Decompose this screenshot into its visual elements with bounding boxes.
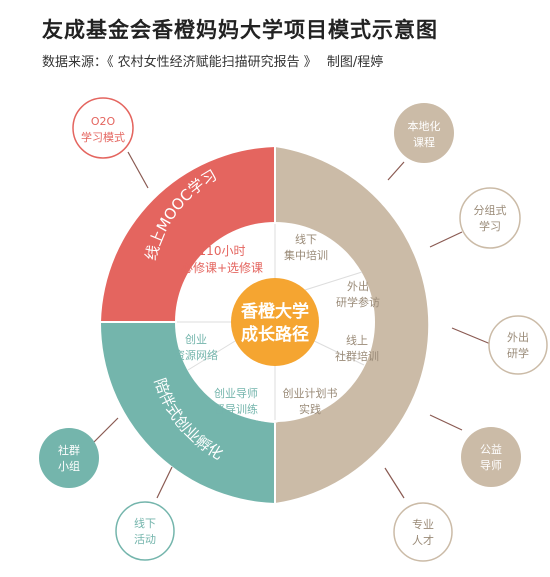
connector-lines — [92, 151, 494, 499]
satellite-mentor: 公益 导师 — [461, 427, 521, 487]
credit-text: 制图/程婷 — [326, 55, 384, 70]
satellite-study-line1: 外出 — [507, 330, 529, 344]
satellite-community-line1: 社群 — [58, 443, 80, 457]
satellite-o2o: O2O 学习模式 — [72, 97, 134, 159]
satellite-community: 社群 小组 — [39, 428, 99, 488]
business-plan-2: 实践 — [299, 402, 321, 416]
connector-group — [429, 231, 463, 248]
satellite-talent: 专业 人才 — [393, 502, 453, 562]
mooc-hours: 110小时 — [199, 244, 246, 258]
satellite-study: 外出 研学 — [488, 315, 548, 375]
center-line1: 香橙大学 — [241, 301, 309, 322]
satellite-offline-line1: 线下 — [134, 516, 156, 530]
center-circle — [231, 278, 319, 366]
connector-community — [92, 417, 119, 444]
offline-training-2: 集中培训 — [284, 248, 328, 262]
satellite-mentor-line2: 导师 — [480, 459, 502, 472]
center-line2: 成长路径 — [241, 324, 309, 345]
connector-talent — [384, 467, 405, 499]
satellite-local-line1: 本地化 — [408, 119, 441, 133]
connector-study — [451, 327, 494, 346]
connector-mentor — [429, 414, 463, 431]
inner-dividers — [177, 224, 365, 420]
business-plan-1: 创业计划书 — [283, 387, 338, 400]
satellite-offline-line2: 活动 — [134, 533, 156, 546]
source-line: 数据来源：《 农村女性经济赋能扫描研究报告 》 制图/程婷 — [42, 51, 389, 70]
satellite-group-line1: 分组式 — [474, 203, 507, 217]
satellite-talent-line2: 人才 — [412, 533, 434, 547]
mentor-supervision-1: 创业导师 — [214, 387, 258, 400]
online-community-1: 线上 — [346, 333, 368, 347]
mooc-courses: 必修课+选修课 — [181, 260, 263, 275]
online-community-2: 社群培训 — [335, 349, 379, 363]
satellite-group: 分组式 学习 — [459, 187, 521, 249]
satellite-talent-line1: 专业 — [412, 517, 434, 531]
offline-training-1: 线下 — [295, 232, 317, 246]
satellite-study-line2: 研学 — [507, 346, 529, 360]
outing-visit-2: 研学参访 — [336, 295, 380, 309]
satellite-local-line2: 课程 — [413, 136, 435, 149]
satellite-mentor-line1: 公益 — [480, 442, 502, 456]
satellite-o2o-line1: O2O — [91, 115, 116, 128]
outing-visit-1: 外出 — [347, 279, 369, 293]
ring-sector-online-mooc — [101, 147, 275, 322]
ring-sector-incubation — [100, 322, 275, 503]
satellite-community-line2: 小组 — [58, 459, 80, 473]
satellite-group-line2: 学习 — [479, 219, 501, 233]
connector-offline — [156, 466, 173, 499]
connector-local — [387, 161, 405, 181]
resource-network-2: 资源网络 — [174, 348, 218, 362]
connector-o2o — [127, 151, 149, 189]
resource-network-1: 创业 — [185, 333, 207, 346]
satellite-local: 本地化 课程 — [394, 103, 454, 163]
satellite-o2o-line2: 学习模式 — [81, 130, 125, 144]
source-text: 数据来源：《 农村女性经济赋能扫描研究报告 》 — [42, 55, 317, 70]
satellite-offline: 线下 活动 — [115, 501, 175, 561]
page-title: 友成基金会香橙妈妈大学项目模式示意图 — [42, 18, 438, 42]
mentor-supervision-2: 督导训练 — [214, 402, 258, 416]
